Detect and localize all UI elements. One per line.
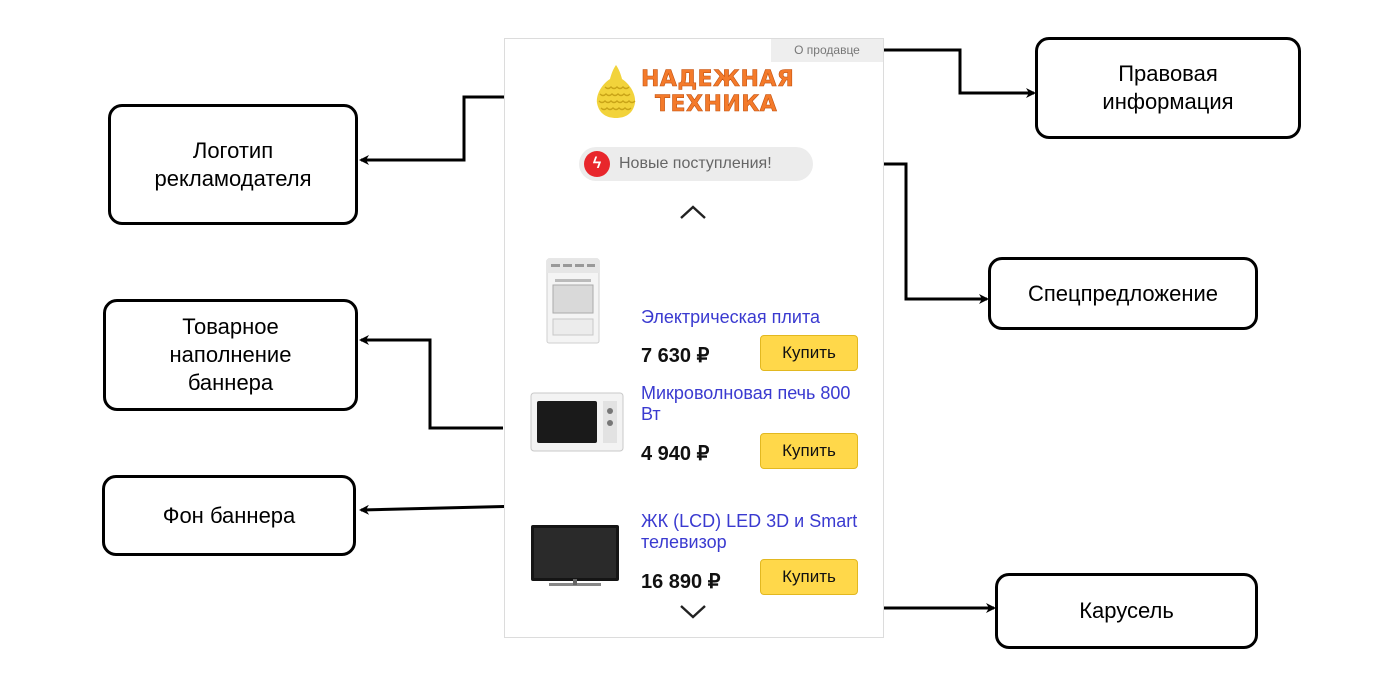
advertiser-name-line2: ТЕХНИКА <box>655 92 778 118</box>
callout-advertiser-logo: Логотип рекламодателя <box>108 104 358 225</box>
special-offer-text: Новые поступления! <box>619 155 772 172</box>
connector-products <box>359 335 503 430</box>
callout-banner-background-label: Фон баннера <box>162 502 296 528</box>
callout-banner-background: Фон баннера <box>102 475 356 556</box>
lightning-icon: ϟ <box>584 151 610 177</box>
callout-legal-info-label: Правовая информация <box>1102 61 1234 114</box>
seller-info-link[interactable]: О продавце <box>771 39 883 62</box>
callout-carousel: Карусель <box>995 573 1258 649</box>
connector-legal <box>884 48 1036 98</box>
callout-banner-products-label: Товарное наполнение баннера <box>169 314 292 395</box>
buy-button[interactable]: Купить <box>760 559 858 595</box>
callout-carousel-label: Карусель <box>1079 598 1174 623</box>
callout-legal-info: Правовая информация <box>1035 37 1301 139</box>
chevron-up-icon[interactable] <box>678 203 708 221</box>
pear-logo-icon <box>596 65 636 118</box>
advertiser-name-line1: НАДЕЖНАЯ <box>641 67 795 93</box>
callout-special-offer-label: Спецпредложение <box>1027 280 1219 306</box>
electric-stove-icon <box>546 258 600 344</box>
tv-set-icon <box>531 525 619 586</box>
advertiser-name: НАДЕЖНАЯ ТЕХНИКА <box>641 67 795 118</box>
ad-banner[interactable]: О продавце НАДЕЖНАЯ ТЕХНИКА ϟ Новые пост… <box>504 38 884 638</box>
product-price: 16 890 ₽ <box>641 571 721 593</box>
product-name-link[interactable]: ЖК (LCD) LED 3D и Smart телевизор <box>641 511 858 552</box>
product-name-link[interactable]: Микроволновая печь 800 Вт <box>641 383 851 424</box>
buy-button[interactable]: Купить <box>760 433 858 469</box>
product-name-link[interactable]: Электрическая плита <box>641 307 821 327</box>
chevron-down-icon[interactable] <box>678 603 708 621</box>
callout-special-offer: Спецпредложение <box>988 257 1258 330</box>
advertiser-logo[interactable]: НАДЕЖНАЯ ТЕХНИКА <box>593 61 794 121</box>
special-offer-badge[interactable]: ϟ Новые поступления! <box>579 147 813 181</box>
callout-advertiser-logo-label: Логотип рекламодателя <box>154 137 312 191</box>
microwave-oven-icon <box>530 392 624 452</box>
callout-banner-products: Товарное наполнение баннера <box>103 299 358 411</box>
buy-button[interactable]: Купить <box>760 335 858 371</box>
product-price: 4 940 ₽ <box>641 443 710 465</box>
product-price: 7 630 ₽ <box>641 345 710 367</box>
